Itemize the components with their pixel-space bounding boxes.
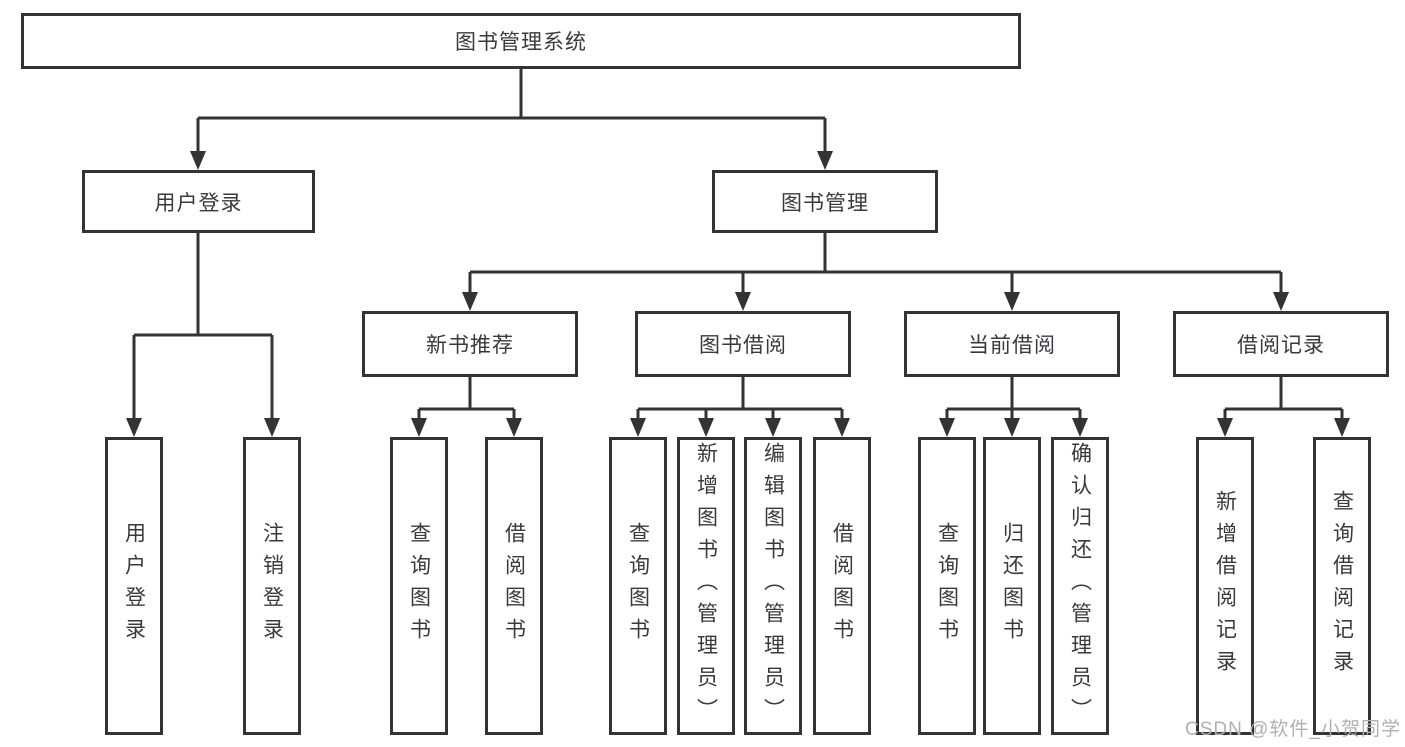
node-leaf-borrow-books-label: 借阅图书: [830, 522, 854, 650]
node-leaf-query-books-current: 查询图书: [918, 437, 976, 735]
arrowheads: [126, 151, 1350, 437]
node-leaf-query-books-recommend-label: 查询图书: [407, 522, 431, 650]
node-leaf-borrow-books: 借阅图书: [813, 437, 871, 735]
node-library-management-system-label: 图书管理系统: [455, 31, 587, 54]
node-leaf-edit-books-admin: 编辑图书（管理员）: [744, 437, 802, 735]
watermark: CSDN @软件_小贺同学: [1185, 719, 1401, 740]
node-leaf-query-borrow-record: 查询借阅记录: [1313, 437, 1371, 735]
node-leaf-logout-label: 注销登录: [260, 522, 284, 650]
node-leaf-borrow-books-recommend-label: 借阅图书: [502, 522, 526, 650]
node-leaf-query-borrow-record-label: 查询借阅记录: [1330, 490, 1354, 682]
node-leaf-confirm-return-admin: 确认归还（管理员）: [1051, 437, 1109, 735]
node-leaf-logout: 注销登录: [243, 437, 301, 735]
node-book-borrowing: 图书借阅: [635, 311, 851, 377]
node-current-borrowing: 当前借阅: [904, 311, 1120, 377]
node-leaf-edit-books-admin-label: 编辑图书（管理员）: [761, 442, 785, 730]
node-new-book-recommend: 新书推荐: [362, 311, 578, 377]
node-leaf-add-books-admin: 新增图书（管理员）: [677, 437, 735, 735]
node-new-book-recommend-label: 新书推荐: [426, 334, 514, 357]
connector-paths: [132, 69, 1344, 422]
node-leaf-return-books-label: 归还图书: [1000, 522, 1024, 650]
node-book-management-label: 图书管理: [781, 191, 869, 215]
node-leaf-add-borrow-record: 新增借阅记录: [1196, 437, 1254, 735]
node-leaf-user-login: 用户登录: [105, 437, 163, 735]
node-user-login: 用户登录: [82, 170, 315, 233]
node-current-borrowing-label: 当前借阅: [968, 334, 1056, 357]
node-book-management: 图书管理: [712, 170, 938, 233]
node-borrowing-records-label: 借阅记录: [1237, 334, 1325, 357]
node-leaf-query-books-borrow-label: 查询图书: [626, 522, 650, 650]
node-library-management-system: 图书管理系统: [21, 13, 1021, 69]
node-leaf-confirm-return-admin-label: 确认归还（管理员）: [1068, 442, 1092, 730]
node-leaf-borrow-books-recommend: 借阅图书: [485, 437, 543, 735]
node-leaf-query-books-borrow: 查询图书: [609, 437, 667, 735]
node-leaf-add-borrow-record-label: 新增借阅记录: [1213, 490, 1237, 682]
node-leaf-add-books-admin-label: 新增图书（管理员）: [694, 442, 718, 730]
node-leaf-query-books-recommend: 查询图书: [390, 437, 448, 735]
node-borrowing-records: 借阅记录: [1173, 311, 1389, 377]
node-book-borrowing-label: 图书借阅: [699, 334, 787, 357]
node-leaf-return-books: 归还图书: [983, 437, 1041, 735]
node-user-login-label: 用户登录: [154, 191, 243, 215]
node-leaf-query-books-current-label: 查询图书: [935, 522, 959, 650]
node-leaf-user-login-label: 用户登录: [122, 522, 146, 650]
